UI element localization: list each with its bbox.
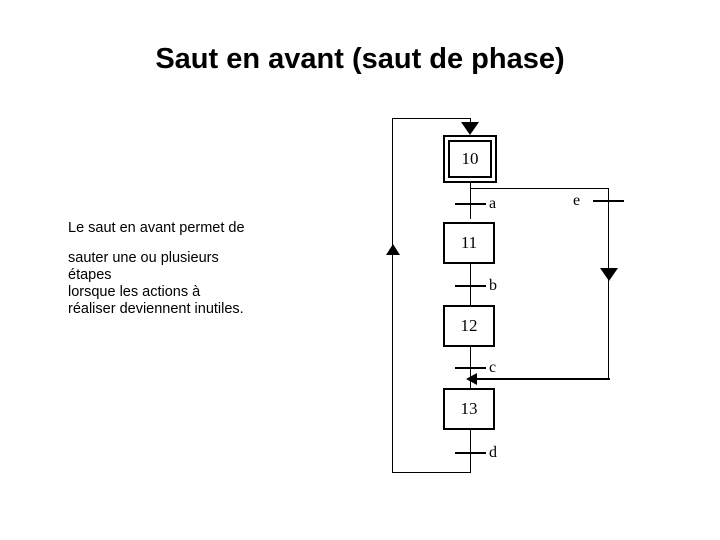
link-step10-to-transition-a xyxy=(470,183,471,219)
return-loop-bottom-segment xyxy=(392,472,471,473)
transition-a-label: a xyxy=(489,195,497,212)
transition-d-label: d xyxy=(489,444,497,461)
body-text-line: réaliser deviennent inutiles. xyxy=(68,301,244,317)
step-13[interactable]: 13 xyxy=(443,388,495,430)
step-13-label: 13 xyxy=(460,399,478,418)
transition-e-label: e xyxy=(573,192,581,209)
transition-e-bar[interactable] xyxy=(593,200,624,202)
page-title: Saut en avant (saut de phase) xyxy=(155,43,565,75)
return-loop-down-arrow-icon xyxy=(461,122,479,135)
body-text-line: sauter une ou plusieurs xyxy=(68,250,219,266)
step-11[interactable]: 11 xyxy=(443,222,495,264)
return-loop-up-arrow-icon xyxy=(386,244,400,255)
transition-b-label: b xyxy=(489,277,497,294)
transition-d-bar[interactable] xyxy=(455,452,486,454)
body-text-line: étapes xyxy=(68,267,112,283)
jump-branch-bottom-segment xyxy=(470,378,610,380)
jump-branch-right-rail xyxy=(608,188,609,380)
step-10[interactable]: 10 xyxy=(443,135,497,183)
body-text-line: Le saut en avant permet de xyxy=(68,220,245,236)
transition-a-bar[interactable] xyxy=(455,203,486,205)
step-10-label: 10 xyxy=(448,140,492,178)
body-text-block: Le saut en avant permet de sauter une ou… xyxy=(68,220,318,318)
step-12-label: 12 xyxy=(460,316,478,335)
link-step13-to-transition-d xyxy=(470,430,471,473)
transition-c-bar[interactable] xyxy=(455,367,486,369)
transition-b-bar[interactable] xyxy=(455,285,486,287)
body-text-line: lorsque les actions à xyxy=(68,284,201,300)
return-loop-top-segment xyxy=(392,118,471,119)
step-12[interactable]: 12 xyxy=(443,305,495,347)
jump-branch-top-segment xyxy=(470,188,609,189)
step-11-label: 11 xyxy=(460,233,478,252)
jump-branch-down-arrow-icon xyxy=(600,268,618,281)
return-loop-left-rail xyxy=(392,118,393,473)
transition-c-label: c xyxy=(489,359,497,376)
jump-branch-left-arrow-icon xyxy=(466,373,477,385)
